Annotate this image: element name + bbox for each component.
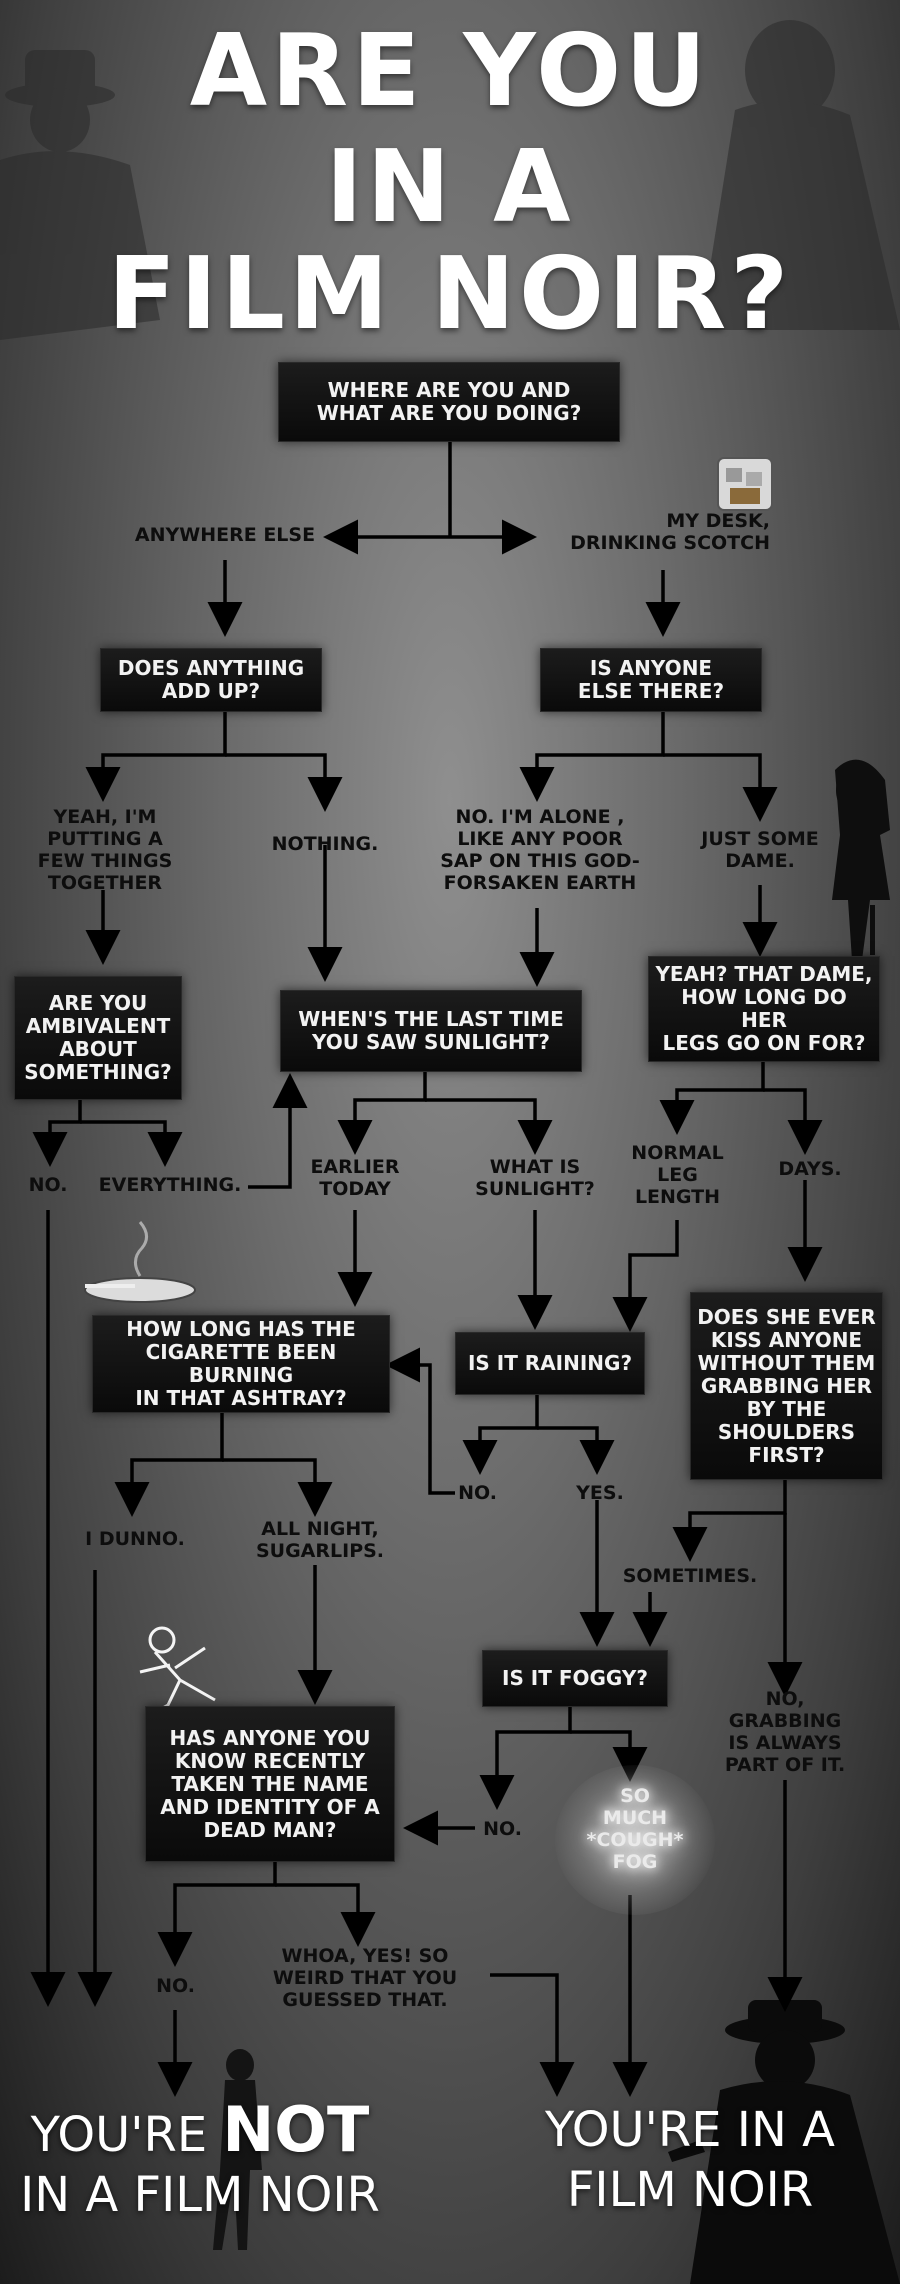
question-box-sunlight: WHEN'S THE LAST TIME YOU SAW SUNLIGHT? bbox=[280, 990, 582, 1072]
dame-silhouette-icon bbox=[832, 759, 890, 960]
result-yes-line1: YOU'RE IN A bbox=[545, 2102, 835, 2158]
answer-so-much-fog: SO MUCH *COUGH* FOG bbox=[586, 1785, 684, 1873]
answer-days: DAYS. bbox=[778, 1158, 842, 1180]
walking-man-silhouette-icon bbox=[213, 2049, 262, 2250]
answer-my-desk: MY DESK, DRINKING SCOTCH bbox=[570, 510, 770, 554]
fog-glow bbox=[555, 1765, 715, 1915]
question-box-legs: YEAH? THAT DAME, HOW LONG DO HER LEGS GO… bbox=[648, 956, 880, 1062]
question-box-cigarette: HOW LONG HAS THE CIGARETTE BEEN BURNING … bbox=[92, 1315, 390, 1413]
result-yes-line2: FILM NOIR bbox=[566, 2162, 814, 2218]
result-in-noir: YOU'RE IN A FILM NOIR bbox=[520, 2100, 860, 2220]
answer-what-is-sunlight: WHAT IS SUNLIGHT? bbox=[475, 1156, 595, 1200]
answer-no-dead: NO. bbox=[156, 1975, 195, 1997]
answer-sometimes: SOMETIMES. bbox=[622, 1565, 758, 1587]
scotch-glass-icon bbox=[717, 457, 773, 511]
ashtray-icon bbox=[84, 1221, 196, 1303]
detective-silhouette-icon bbox=[668, 2000, 900, 2284]
question-box-where: WHERE ARE YOU AND WHAT ARE YOU DOING? bbox=[278, 362, 620, 442]
answer-earlier-today: EARLIER TODAY bbox=[310, 1156, 400, 1200]
answer-just-some-dame: JUST SOME DAME. bbox=[701, 828, 819, 872]
result-not-suffix: IN A FILM NOIR bbox=[20, 2167, 380, 2223]
question-box-anyone-else: IS ANYONE ELSE THERE? bbox=[540, 648, 762, 712]
answer-no-fog: NO. bbox=[483, 1818, 522, 1840]
answer-normal-leg: NORMAL LEG LENGTH bbox=[631, 1142, 724, 1208]
answer-yes-rain: YES. bbox=[576, 1482, 624, 1504]
title-line-1: ARE YOU bbox=[189, 12, 711, 129]
question-box-foggy: IS IT FOGGY? bbox=[482, 1650, 668, 1707]
question-box-ambivalent: ARE YOU AMBIVALENT ABOUT SOMETHING? bbox=[14, 976, 182, 1100]
man-hat-silhouette-icon bbox=[0, 50, 160, 340]
answer-alone: NO. I'M ALONE , LIKE ANY POOR SAP ON THI… bbox=[440, 806, 640, 894]
question-box-add-up: DOES ANYTHING ADD UP? bbox=[100, 648, 322, 712]
result-not-word: NOT bbox=[222, 2093, 370, 2166]
answer-anywhere-else: ANYWHERE ELSE bbox=[134, 524, 316, 546]
question-box-dead-man: HAS ANYONE YOU KNOW RECENTLY TAKEN THE N… bbox=[145, 1706, 395, 1862]
result-not-prefix: YOU'RE bbox=[30, 2107, 208, 2163]
answer-whoa-yes: WHOA, YES! SO WEIRD THAT YOU GUESSED THA… bbox=[272, 1945, 458, 2011]
result-not-noir: YOU'RE NOT IN A FILM NOIR bbox=[20, 2099, 380, 2225]
answer-no-rain: NO. bbox=[458, 1482, 497, 1504]
answer-all-night: ALL NIGHT, SUGARLIPS. bbox=[255, 1518, 385, 1562]
answer-everything: EVERYTHING. bbox=[98, 1174, 242, 1196]
title-line-2: IN A bbox=[325, 128, 575, 245]
answer-nothing: NOTHING. bbox=[271, 833, 379, 855]
answer-no-grabbing: NO, GRABBING IS ALWAYS PART OF IT. bbox=[724, 1688, 846, 1776]
woman-silhouette-icon bbox=[700, 20, 900, 330]
answer-no-ambivalent: NO. bbox=[28, 1174, 68, 1196]
answer-i-dunno: I DUNNO. bbox=[85, 1528, 185, 1550]
chalk-outline-icon bbox=[139, 1626, 216, 1717]
question-box-raining: IS IT RAINING? bbox=[455, 1332, 645, 1395]
title-line-3: FILM NOIR? bbox=[107, 235, 793, 352]
question-box-kiss: DOES SHE EVER KISS ANYONE WITHOUT THEM G… bbox=[690, 1292, 883, 1480]
answer-putting-together: YEAH, I'M PUTTING A FEW THINGS TOGETHER bbox=[37, 806, 173, 894]
